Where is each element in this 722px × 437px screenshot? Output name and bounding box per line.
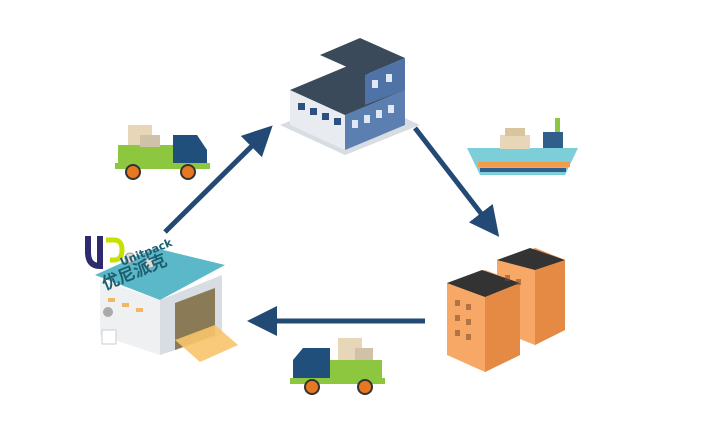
warehouse-icon bbox=[95, 248, 238, 362]
delivery-truck-icon bbox=[290, 338, 385, 395]
apartment-buildings-icon bbox=[447, 248, 565, 372]
delivery-truck-icon bbox=[115, 125, 210, 180]
cargo-ship-icon bbox=[467, 118, 578, 175]
arrow-factory-to-customer bbox=[413, 126, 500, 237]
arrow-warehouse-to-factory bbox=[163, 125, 273, 234]
factory-building-icon bbox=[280, 38, 420, 155]
